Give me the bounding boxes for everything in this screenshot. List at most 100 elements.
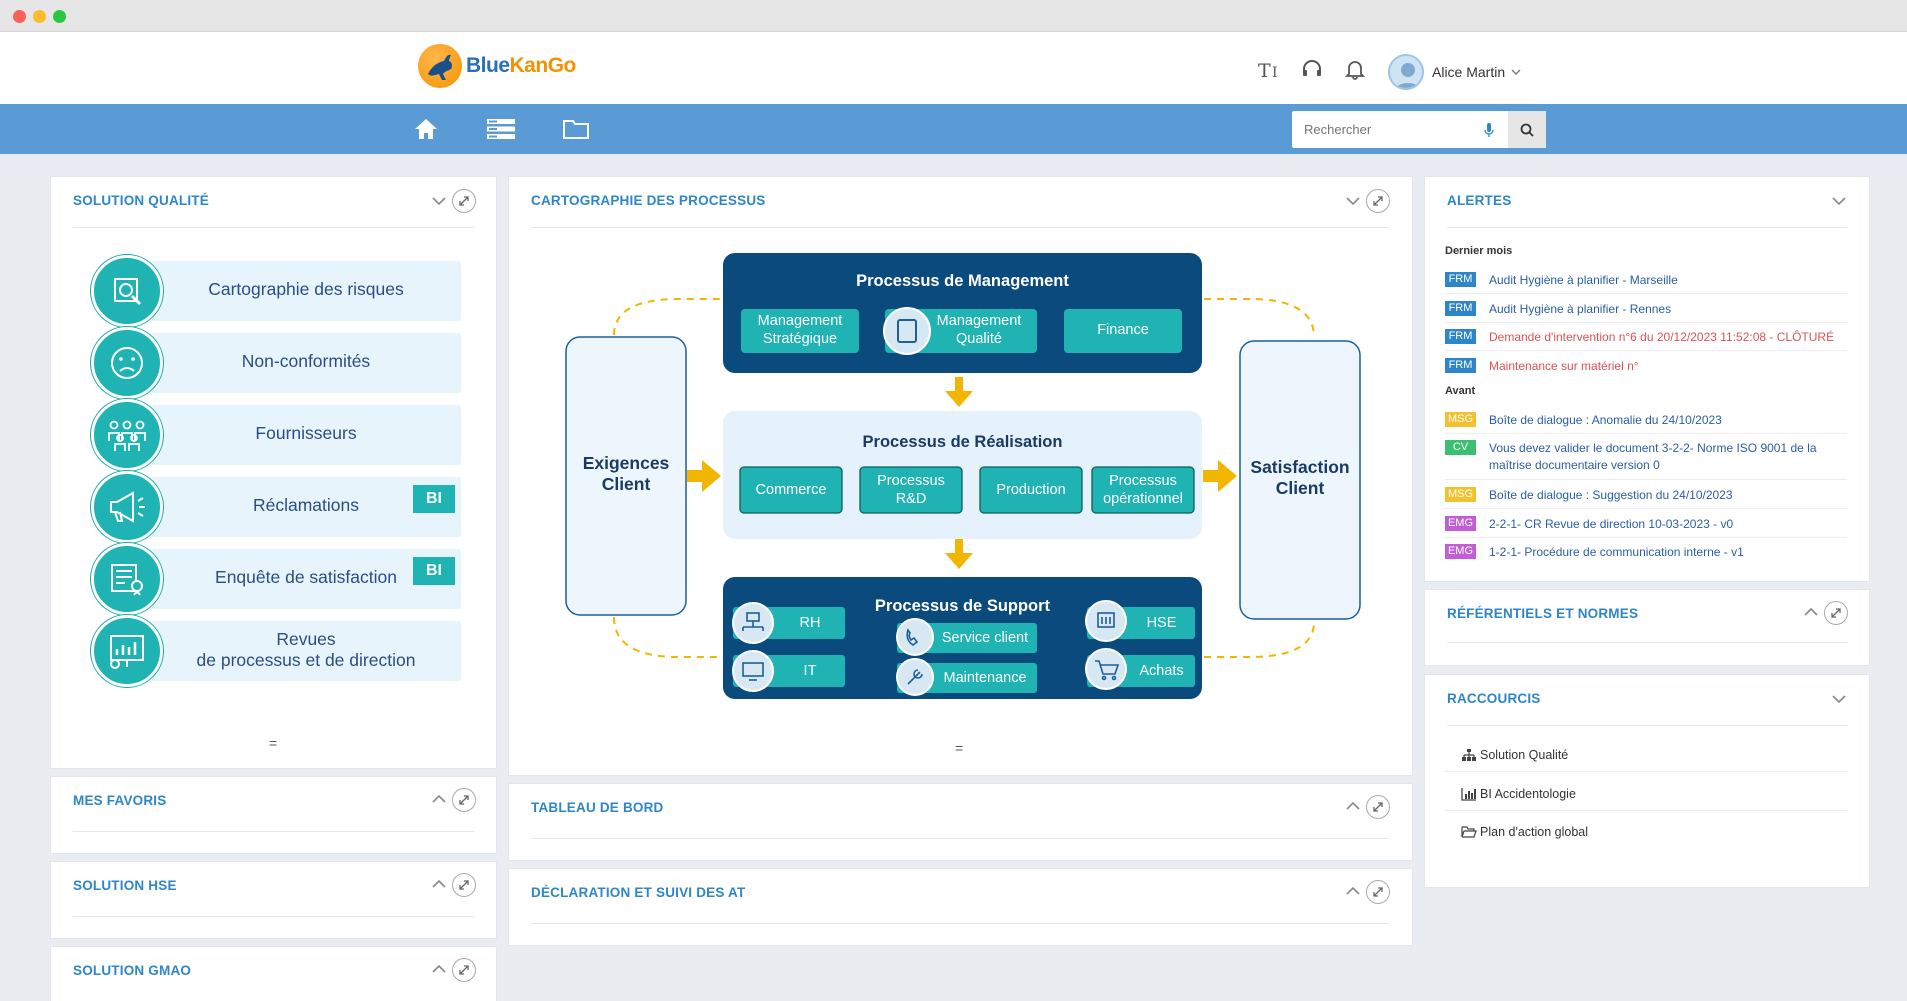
management-strategique-label[interactable]: Management Stratégique xyxy=(757,313,843,347)
alert-item[interactable]: MSG Boîte de dialogue : Suggestion du 24… xyxy=(1445,487,1855,503)
achats-label[interactable]: Achats xyxy=(1139,663,1184,679)
shortcut-label: Solution Qualité xyxy=(1480,748,1569,762)
nav-bar xyxy=(0,104,1907,154)
risk-map-icon xyxy=(91,255,163,327)
panel-resize-handle[interactable]: = xyxy=(269,735,278,751)
processus-operationnel-label[interactable]: Processus opérationnel xyxy=(1103,473,1183,507)
search-button[interactable] xyxy=(1508,111,1546,148)
shortcut-label: Plan d'action global xyxy=(1480,825,1589,839)
headset-icon[interactable] xyxy=(1299,56,1325,82)
it-label[interactable]: IT xyxy=(803,663,817,679)
alert-item[interactable]: MSG Boîte de dialogue : Anomalie du 24/1… xyxy=(1445,412,1855,428)
computer-icon xyxy=(732,650,774,692)
bell-icon[interactable] xyxy=(1342,56,1368,82)
sq-item-revues[interactable]: Revues de processus et de direction xyxy=(91,615,471,687)
chevron-down-icon[interactable] xyxy=(1345,196,1361,206)
process-map-diagram xyxy=(565,253,1361,699)
alert-item[interactable]: EMG 2-2-1- CR Revue de direction 10-03-2… xyxy=(1445,516,1855,532)
commerce-box xyxy=(739,466,843,514)
sq-item-label: Fournisseurs xyxy=(255,423,357,443)
bluekango-logo[interactable]: BlueKanGo xyxy=(418,42,576,90)
frm-badge: FRM xyxy=(1445,329,1476,344)
expand-button[interactable] xyxy=(452,788,476,812)
chevron-down-icon[interactable] xyxy=(1831,694,1847,704)
expand-button[interactable] xyxy=(452,958,476,982)
cart-icon xyxy=(1085,648,1127,690)
maintenance-label[interactable]: Maintenance xyxy=(943,670,1027,686)
panel-title: TABLEAU DE BORD xyxy=(531,800,664,815)
expand-button[interactable] xyxy=(1366,880,1390,904)
service-client-label[interactable]: Service client xyxy=(941,630,1029,646)
shortcut-plan-action[interactable]: Plan d'action global xyxy=(1461,825,1588,839)
sq-item-label: Revues de processus et de direction xyxy=(196,629,416,670)
frm-badge: FRM xyxy=(1445,301,1476,316)
management-title: Processus de Management xyxy=(856,272,1069,290)
alert-item[interactable]: FRM Audit Hygiène à planifier - Marseill… xyxy=(1445,272,1855,288)
kangaroo-logo-icon xyxy=(418,44,462,88)
finance-label[interactable]: Finance xyxy=(1097,322,1149,338)
bi-badge[interactable]: BI xyxy=(413,485,455,513)
chevron-down-icon[interactable] xyxy=(431,196,447,206)
folder-open-icon xyxy=(1461,826,1477,838)
satisfaction-client-label[interactable]: Satisfaction Client xyxy=(1250,457,1350,498)
expand-button[interactable] xyxy=(452,189,476,213)
shortcut-solution-qualite[interactable]: Solution Qualité xyxy=(1461,748,1568,762)
folder-icon[interactable] xyxy=(562,116,590,142)
production-label[interactable]: Production xyxy=(996,482,1066,498)
svg-text:T: T xyxy=(1258,60,1271,82)
chevron-up-icon[interactable] xyxy=(431,879,447,889)
management-qualite-label[interactable]: Management Qualité xyxy=(936,313,1022,347)
alert-item[interactable]: FRM Audit Hygiène à planifier - Rennes xyxy=(1445,301,1855,317)
minimize-window-button[interactable] xyxy=(33,10,46,23)
sq-item-cartographie-risques[interactable]: Cartographie des risques xyxy=(91,255,471,327)
bi-badge[interactable]: BI xyxy=(413,557,455,585)
rh-label[interactable]: RH xyxy=(799,615,821,631)
chevron-up-icon[interactable] xyxy=(1803,607,1819,617)
sq-item-label: Enquête de satisfaction xyxy=(215,567,397,587)
search-input[interactable] xyxy=(1304,122,1494,137)
user-menu[interactable]: Alice Martin xyxy=(1388,54,1521,90)
maximize-window-button[interactable] xyxy=(53,10,66,23)
expand-icon xyxy=(1373,802,1383,812)
solution-qualite-panel: SOLUTION QUALITÉ Cartographie des risque… xyxy=(50,176,497,769)
sq-item-reclamations[interactable]: BI Réclamations xyxy=(91,471,471,543)
list-icon[interactable] xyxy=(486,116,515,142)
sad-face-icon xyxy=(91,327,163,399)
dashed-loop-bottom-left xyxy=(613,616,724,658)
chevron-up-icon[interactable] xyxy=(431,964,447,974)
expand-button[interactable] xyxy=(452,873,476,897)
panel-resize-handle[interactable]: = xyxy=(955,740,964,756)
sq-item-non-conformites[interactable]: Non-conformités xyxy=(91,327,471,399)
declaration-at-panel: DÉCLARATION ET SUIVI DES AT xyxy=(508,868,1413,946)
hse-label[interactable]: HSE xyxy=(1146,615,1177,631)
microphone-icon[interactable] xyxy=(1484,122,1494,138)
panel-title: MES FAVORIS xyxy=(73,793,167,808)
sq-item-fournisseurs[interactable]: Fournisseurs xyxy=(91,399,471,471)
raccourcis-panel: RACCOURCIS Solution Qualité BI Accidento… xyxy=(1424,674,1870,888)
expand-button[interactable] xyxy=(1366,189,1390,213)
expand-icon xyxy=(1373,196,1383,206)
home-icon[interactable] xyxy=(412,116,440,142)
processus-rd-label[interactable]: Processus R&D xyxy=(877,473,945,507)
exigences-client-label[interactable]: Exigences Client xyxy=(582,453,670,494)
expand-button[interactable] xyxy=(1366,795,1390,819)
sq-item-enquete-satisfaction[interactable]: BI Enquête de satisfaction xyxy=(91,543,471,615)
window-titlebar xyxy=(0,0,1907,32)
shortcut-bi-accidentologie[interactable]: BI Accidentologie xyxy=(1461,787,1576,801)
expand-button[interactable] xyxy=(1824,601,1848,625)
clipboard-icon xyxy=(883,307,931,355)
commerce-label[interactable]: Commerce xyxy=(755,482,827,498)
chevron-up-icon[interactable] xyxy=(1345,886,1361,896)
alert-text: 1-2-1- Procédure de communication intern… xyxy=(1489,545,1744,559)
alert-item[interactable]: CV Vous devez valider le document 3-2-2-… xyxy=(1445,440,1855,474)
expand-icon xyxy=(459,965,469,975)
alert-item[interactable]: EMG 1-2-1- Procédure de communication in… xyxy=(1445,544,1855,560)
chevron-up-icon[interactable] xyxy=(1345,801,1361,811)
close-window-button[interactable] xyxy=(13,10,26,23)
alert-item[interactable]: FRM Maintenance sur matériel n° xyxy=(1445,358,1855,374)
chevron-down-icon[interactable] xyxy=(1831,196,1847,206)
alert-item[interactable]: FRM Demande d'intervention n°6 du 20/12/… xyxy=(1445,329,1855,345)
chevron-up-icon[interactable] xyxy=(431,794,447,804)
bar-chart-icon xyxy=(1461,788,1476,801)
